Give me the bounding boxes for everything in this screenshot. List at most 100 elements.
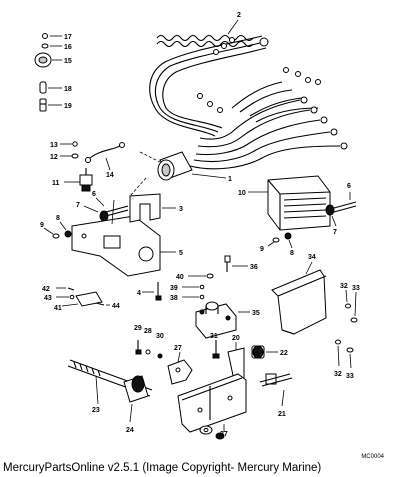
callout-6-left: 6 [92,191,96,198]
part-15-grommet[interactable] [34,52,62,68]
part-36-screw[interactable] [224,255,248,272]
callout-17: 17 [64,34,72,41]
part-8-grommet-right[interactable] [284,232,293,249]
part-32-screw-lower[interactable] [335,339,341,367]
callout-12: 12 [50,154,58,161]
image-caption: MercuryPartsOnline v2.5.1 (Image Copyrig… [3,462,322,474]
callout-31: 31 [210,333,218,340]
part-39-washer[interactable] [182,284,205,290]
part-6-screw-left[interactable] [95,197,129,217]
part-2-convoluted-tube[interactable] [156,19,254,48]
part-41-terminal-block[interactable] [61,291,103,307]
part-31-screw[interactable] [212,340,220,359]
part-9-washer-left[interactable] [43,227,60,239]
part-42-screw[interactable] [56,287,75,291]
part-10-module[interactable] [248,175,331,231]
part-13-screw[interactable] [60,141,78,147]
callout-27: 27 [174,345,182,352]
callout-2: 2 [237,12,241,19]
part-38-nut[interactable] [182,294,205,300]
part-4-mounting-plate[interactable] [71,199,161,277]
part-34-cover[interactable] [271,261,327,335]
callout-21: 21 [278,411,286,418]
callout-30: 30 [156,333,164,340]
callout-4: 4 [137,290,141,297]
callout-10: 10 [238,190,246,197]
callout-32-upper: 32 [340,283,348,290]
part-17-nut[interactable] [42,33,63,39]
callout-14: 14 [106,172,114,179]
callout-labels: 2 17 16 15 18 19 13 12 14 11 1 10 6 7 9 … [40,12,360,438]
callout-8-right: 8 [290,250,294,257]
part-27-terminal[interactable] [167,351,193,385]
callout-18: 18 [64,86,72,93]
part-35-solenoid[interactable] [195,301,250,339]
part-12-washer[interactable] [60,153,79,159]
part-11-sender[interactable] [64,168,93,192]
callout-7-right: 7 [333,229,337,236]
part-30-nut[interactable] [157,353,163,359]
callout-23: 23 [92,407,100,414]
part-8-grommet-left[interactable] [59,221,72,238]
callout-15: 15 [64,58,72,65]
callout-7-left: 7 [76,202,80,209]
diagram-code: MC0004 [361,454,384,460]
part-22-bushing[interactable] [251,345,278,359]
callout-29: 29 [134,325,142,332]
part-7-spacer-left[interactable] [83,205,109,222]
callout-40: 40 [176,274,184,281]
callout-42: 42 [42,286,50,293]
part-16-washer[interactable] [41,43,62,49]
part-3-clamp[interactable] [129,193,176,223]
callout-9-right: 9 [260,246,264,253]
part-43-washer[interactable] [56,294,75,300]
callout-20: 20 [232,335,240,342]
callout-16: 16 [64,44,72,51]
callout-34: 34 [308,254,316,261]
part-14-lead-wire[interactable] [85,142,125,171]
callout-13: 13 [50,142,58,149]
callout-3: 3 [179,206,183,213]
part-4-screw[interactable] [142,282,162,301]
part-29-screw[interactable] [135,340,142,355]
part-21-screw[interactable] [259,373,293,407]
part-40-screw[interactable] [188,273,214,279]
part-mount-bracket-lower[interactable] [177,373,247,433]
part-6-screw-right[interactable] [333,192,357,213]
callout-39: 39 [170,285,178,292]
part-32-screw-upper[interactable] [345,289,351,309]
callout-35: 35 [252,310,260,317]
part-44-screw[interactable] [95,302,110,306]
callout-41: 41 [54,305,62,312]
part-7-spacer-right[interactable] [325,204,337,227]
part-9-washer-right[interactable] [267,237,280,247]
callout-28: 28 [144,328,152,335]
callout-33-lower: 33 [346,373,354,380]
callout-11: 11 [52,180,60,187]
part-1-wiring-harness[interactable] [129,35,348,197]
callout-43: 43 [44,295,52,302]
callout-44: 44 [112,303,120,310]
callout-38: 38 [170,295,178,302]
callout-32-lower: 32 [334,371,342,378]
callout-5: 5 [179,250,183,257]
callout-6-right: 6 [347,183,351,190]
callout-22: 22 [280,350,288,357]
callout-9-left: 9 [40,222,44,229]
part-19-spacer[interactable] [39,98,62,112]
part-33-washer-upper[interactable] [350,291,358,323]
callout-33-upper: 33 [352,285,360,292]
part-18-bushing[interactable] [39,81,62,94]
callout-1: 1 [228,176,232,183]
callout-8-left: 8 [56,215,60,222]
callout-37: 37 [220,431,228,438]
part-37-nut[interactable] [215,424,225,440]
part-33-washer-lower[interactable] [346,347,354,369]
part-28-washer[interactable] [145,349,151,355]
part-washer-bottom[interactable] [199,425,213,435]
part-24-spacer[interactable] [123,375,149,423]
callout-36: 36 [250,264,258,271]
callout-24: 24 [126,427,134,434]
